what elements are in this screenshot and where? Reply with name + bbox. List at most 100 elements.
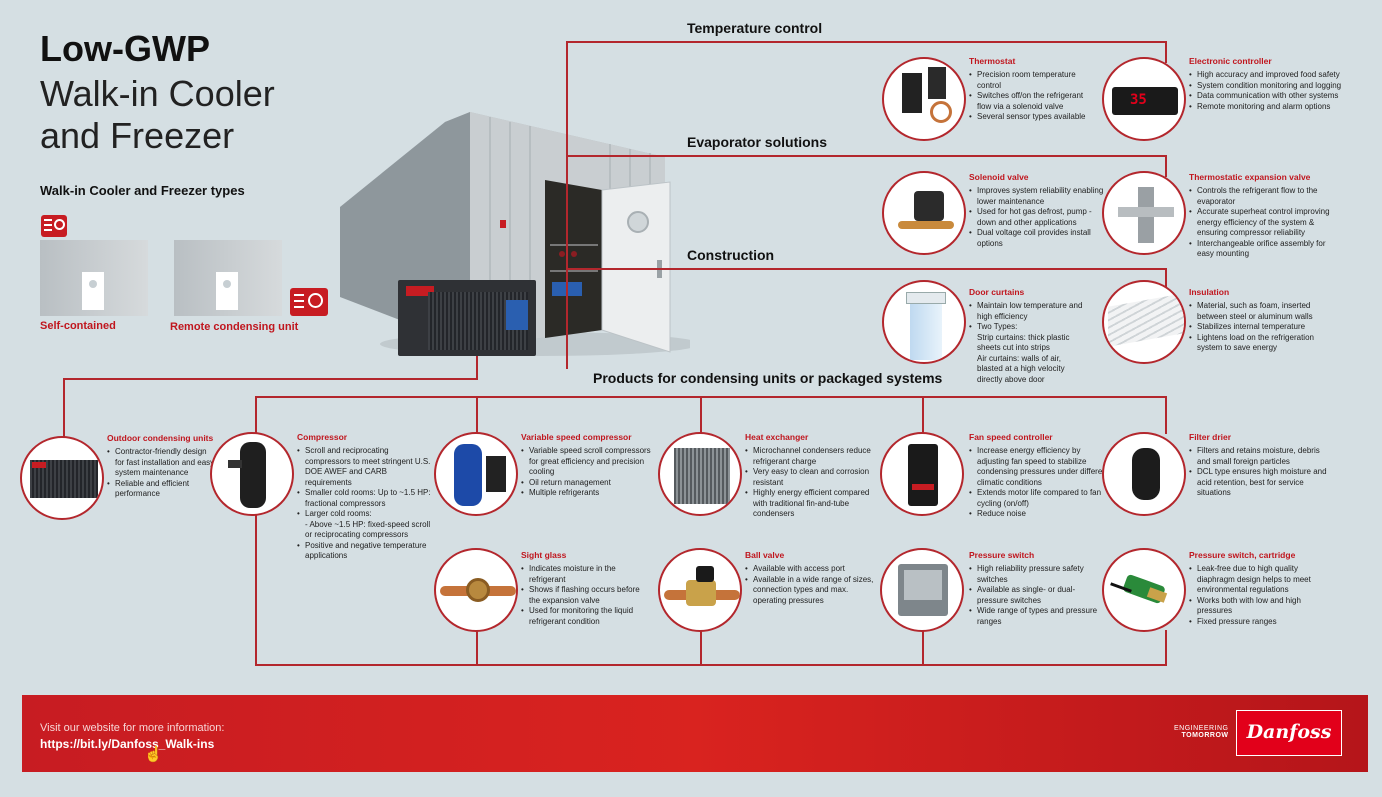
tagline: ENGINEERING TOMORROW	[1174, 725, 1229, 739]
bullet: Shows if flashing occurs before the expa…	[521, 585, 651, 606]
title-bold: Low-GWP	[40, 28, 210, 69]
section-construction: Construction	[683, 247, 779, 263]
connector	[63, 378, 478, 380]
bullet: Remote monitoring and alarm options	[1189, 102, 1364, 113]
expansion-valve-image	[1102, 171, 1186, 255]
solenoid-block: Solenoid valve Improves system reliabili…	[969, 172, 1109, 249]
self-contained-panel	[40, 240, 148, 316]
ball-valve-image	[658, 548, 742, 632]
outdoor-condensing-image	[20, 436, 104, 520]
compressor-block: Compressor Scroll and reciprocating comp…	[297, 432, 432, 562]
bullet: Scroll and reciprocating compressors to …	[297, 446, 432, 488]
bullet: Data communication with other systems	[1189, 91, 1364, 102]
bullet: Positive and negative temperature applic…	[297, 541, 432, 562]
connector	[1165, 630, 1167, 666]
connector	[1165, 396, 1167, 434]
controller-block: Electronic controller High accuracy and …	[1189, 56, 1364, 112]
bullet: Increase energy efficiency by adjusting …	[969, 446, 1109, 488]
connector	[255, 396, 1167, 398]
door-curtains-image	[882, 280, 966, 364]
connector	[476, 396, 478, 434]
tagline-tomorrow: TOMORROW	[1181, 732, 1229, 739]
bullet: Highly energy efficient compared with tr…	[745, 488, 875, 520]
bullet: DCL type ensures high moisture and acid …	[1189, 467, 1334, 499]
remote-panel	[174, 240, 282, 316]
sightglass-title: Sight glass	[521, 550, 567, 560]
bullet: Fixed pressure ranges	[1189, 617, 1329, 628]
footer-website-link[interactable]: https://bit.ly/Danfoss_Walk-ins	[40, 737, 215, 751]
bullet: Smaller cold rooms: Up to ~1.5 HP: fract…	[297, 488, 432, 509]
footer-visit-text: Visit our website for more information:	[40, 722, 225, 734]
fanspeed-title: Fan speed controller	[969, 432, 1053, 442]
vscompressor-title: Variable speed compressor	[521, 432, 632, 442]
title-line2: Walk-in Cooler	[40, 73, 275, 114]
ballvalve-title: Ball valve	[745, 550, 785, 560]
heat-exchanger-image	[658, 432, 742, 516]
compressor-image	[210, 432, 294, 516]
bullet: Extends motor life compared to fan cycli…	[969, 488, 1109, 509]
door-icon	[82, 272, 104, 310]
connector	[476, 356, 478, 380]
insulation-block: Insulation Material, such as foam, inser…	[1189, 287, 1339, 354]
bullet: Precision room temperature control	[969, 70, 1089, 91]
curtains-block: Door curtains Maintain low temperature a…	[969, 287, 1089, 385]
connector	[476, 630, 478, 666]
solenoid-title: Solenoid valve	[969, 172, 1029, 182]
sight-glass-image	[434, 548, 518, 632]
pcartridge-title: Pressure switch, cartridge	[1189, 550, 1296, 560]
sightglass-block: Sight glass Indicates moisture in the re…	[521, 550, 651, 627]
filter-block: Filter drier Filters and retains moistur…	[1189, 432, 1334, 499]
thermostat-image	[882, 57, 966, 141]
vscompressor-block: Variable speed compressor Variable speed…	[521, 432, 651, 499]
filter-drier-image	[1102, 432, 1186, 516]
variable-speed-compressor-image	[434, 432, 518, 516]
bullet: Switches off/on the refrigerant flow via…	[969, 91, 1089, 112]
connector	[566, 41, 568, 369]
danfoss-logo[interactable]: Danfoss	[1236, 710, 1342, 756]
fan-speed-controller-image	[880, 432, 964, 516]
controller-title: Electronic controller	[1189, 56, 1272, 66]
bullet: Contractor-friendly design for fast inst…	[107, 447, 217, 479]
pressure-switch-image	[880, 548, 964, 632]
bullet: Works both with low and high pressures	[1189, 596, 1329, 617]
bullet: Oil return management	[521, 478, 651, 489]
bullet: Microchannel condensers reduce refrigera…	[745, 446, 875, 467]
tagline-engineering: ENGINEERING	[1174, 725, 1229, 732]
bullet: Available in a wide range of sizes, conn…	[745, 575, 875, 607]
thermostat-title: Thermostat	[969, 56, 1016, 66]
electronic-controller-image: 35	[1102, 57, 1186, 141]
types-title: Walk-in Cooler and Freezer types	[40, 183, 245, 198]
connector	[566, 155, 1166, 157]
txv-title: Thermostatic expansion valve	[1189, 172, 1311, 182]
connector	[922, 396, 924, 434]
connector	[1165, 155, 1167, 177]
bullet: Available with access port	[745, 564, 875, 575]
hand-cursor-icon: ☝	[144, 746, 163, 763]
bullet: High reliability pressure safety switche…	[969, 564, 1099, 585]
bullet: Improves system reliability enabling low…	[969, 186, 1109, 207]
connector	[700, 630, 702, 666]
filter-title: Filter drier	[1189, 432, 1232, 442]
door-icon	[216, 272, 238, 310]
bullet: Dual voltage coil provides install optio…	[969, 228, 1109, 249]
bullet: Maintain low temperature and high effici…	[969, 301, 1089, 322]
bullet: Larger cold rooms:	[297, 509, 432, 520]
bullet: Multiple refrigerants	[521, 488, 651, 499]
outdoor-title: Outdoor condensing units	[107, 433, 214, 443]
bullet: Available as single- or dual-pressure sw…	[969, 585, 1099, 606]
connector	[1165, 41, 1167, 63]
connector	[255, 664, 1167, 666]
connector	[922, 630, 924, 666]
bullet: Material, such as foam, inserted between…	[1189, 301, 1339, 322]
insulation-image	[1102, 280, 1186, 364]
bullet: Very easy to clean and corrosion resista…	[745, 467, 875, 488]
connector	[255, 396, 257, 666]
bullet: Lightens load on the refrigeration syste…	[1189, 333, 1339, 354]
bullet: Stabilizes internal temperature	[1189, 322, 1339, 333]
bullet: Reliable and efficient performance	[107, 479, 217, 500]
sub-bullet: Strip curtains: thick plastic sheets cut…	[977, 332, 1070, 353]
heatex-block: Heat exchanger Microchannel condensers r…	[745, 432, 875, 520]
bullet: Wide range of types and pressure ranges	[969, 606, 1099, 627]
bullet: Accurate superheat control improving ene…	[1189, 207, 1339, 239]
solenoid-valve-image	[882, 171, 966, 255]
